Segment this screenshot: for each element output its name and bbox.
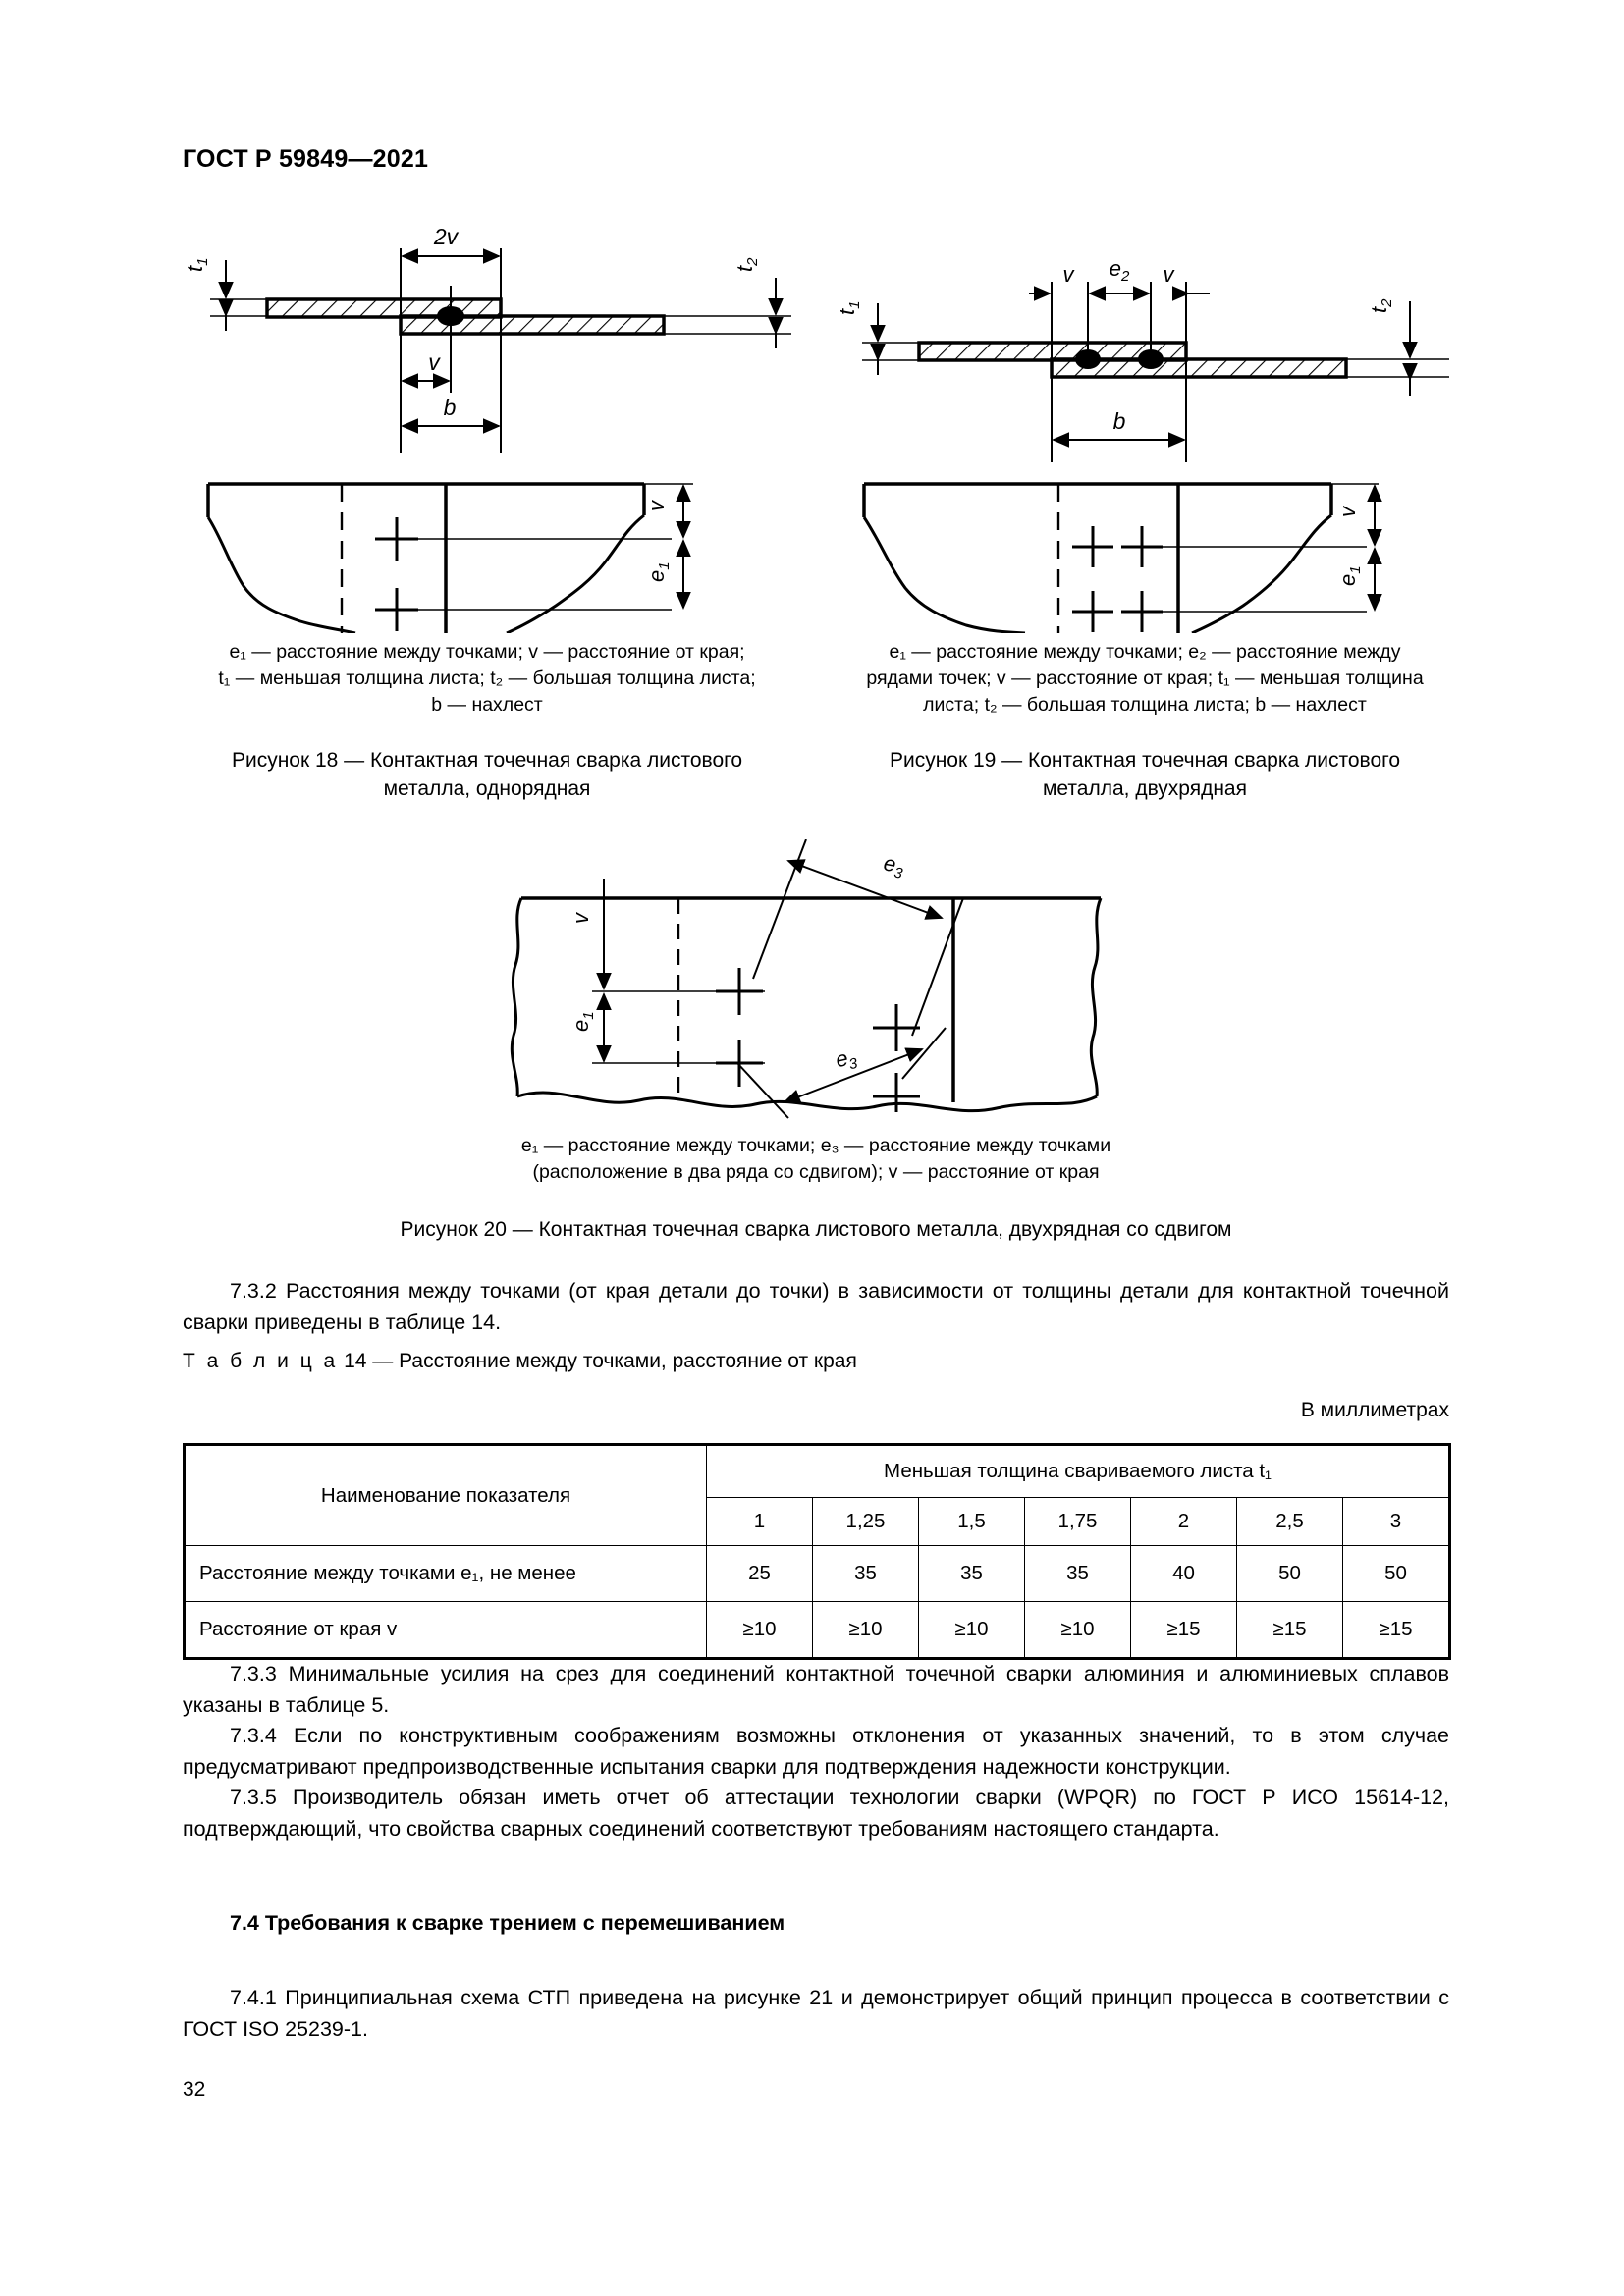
table-14-caption: Т а б л и ц а 14 — Расстояние между точк… — [183, 1350, 857, 1373]
figure-19-legend-line-1: e₁ — расстояние между точками; e₂ — расс… — [889, 641, 1401, 663]
fig19-plan-label-e1: e1 — [1335, 565, 1364, 586]
fig18-label-b: b — [444, 395, 457, 420]
table-14-row-1-value-4: 35 — [1024, 1545, 1131, 1602]
table-14-thickness-col-3: 1,5 — [918, 1497, 1025, 1546]
figure-18-legend-line-1: e₁ — расстояние между точками; v — расст… — [229, 641, 745, 663]
fig18-label-t1: t1 — [183, 258, 211, 272]
fig18-plan-label-v: v — [644, 499, 669, 511]
fig18-plan-weld-marks — [375, 517, 418, 631]
fig19-plan-label-v: v — [1335, 505, 1360, 517]
fig19-label-v-left: v — [1063, 262, 1076, 287]
paragraph-7-3-2-block: 7.3.2 Расстояния между точками (от края … — [183, 1276, 1449, 1338]
section-7-4-block: 7.4 Требования к сварке трением с переме… — [183, 1908, 1449, 1940]
table-14-group-header: Меньшая толщина свариваемого листа t₁ — [705, 1443, 1452, 1498]
figure-20-legend-line-1: e₁ — расстояние между точками; e₃ — расс… — [520, 1135, 1111, 1156]
figure-19-title: Рисунок 19 — Контактная точечная сварка … — [890, 746, 1400, 803]
table-14-row-2-value-3: ≥10 — [918, 1601, 1025, 1660]
figure-18-legend: e₁ — расстояние между точками; v — расст… — [218, 639, 755, 719]
figure-20-title: Рисунок 20 — Контактная точечная сварка … — [400, 1218, 1232, 1241]
fig20-label-v: v — [568, 911, 593, 924]
table-14-row-2-value-6: ≥15 — [1236, 1601, 1343, 1660]
figures-row: 2v t1 t2 — [183, 221, 1449, 803]
fig19-label-v-right: v — [1164, 262, 1176, 287]
paragraph-7-3-4: 7.3.4 Если по конструктивным соображения… — [183, 1724, 1449, 1779]
fig19-plan-weld-marks — [1072, 526, 1163, 632]
table-14-row-2-value-4: ≥10 — [1024, 1601, 1131, 1660]
figure-19-legend-line-2: рядами точек; v — расстояние от края; t₁… — [866, 667, 1424, 689]
table-14-caption-number: 14 — [344, 1350, 367, 1372]
table-14-thickness-col-4: 1,75 — [1024, 1497, 1131, 1546]
paragraph-7-3-2: 7.3.2 Расстояния между точками (от края … — [183, 1279, 1449, 1334]
table-14-row-2-value-7: ≥15 — [1341, 1601, 1452, 1660]
paragraph-7-3-3: 7.3.3 Минимальные усилия на срез для сое… — [183, 1662, 1449, 1717]
paragraph-7-4-1: 7.4.1 Принципиальная схема СТП приведена… — [183, 1986, 1449, 2041]
figure-19-legend: e₁ — расстояние между точками; e₂ — расс… — [866, 639, 1423, 719]
figure-20: v e1 e3 e3 e₁ — расстояние между точками… — [183, 839, 1449, 1244]
figure-19-drawing: v e2 v t1 — [840, 221, 1449, 633]
table-14-row-2-value-5: ≥15 — [1130, 1601, 1237, 1660]
table-row: Расстояние между точками e₁, не менее 25… — [183, 1545, 1452, 1602]
fig20-label-e3-top: e3 — [881, 850, 906, 882]
figure-18-title-line-1: Рисунок 18 — Контактная точечная сварка … — [231, 749, 743, 772]
figure-19-title-line-2: металла, двухрядная — [1042, 777, 1247, 800]
table-14-caption-prefix: Т а б л и ц а — [183, 1350, 339, 1372]
fig19-weld-nugget-2 — [1138, 349, 1164, 369]
figure-18-legend-line-2: t₁ — меньшая толщина листа; t₂ — большая… — [218, 667, 756, 689]
table-14-thickness-col-5: 2 — [1130, 1497, 1237, 1546]
table-14-thickness-col-7: 3 — [1341, 1497, 1452, 1546]
fig18-label-2v: 2v — [433, 224, 460, 249]
table-14-row-1-label: Расстояние между точками e₁, не менее — [183, 1545, 707, 1602]
figure-18: 2v t1 t2 — [183, 221, 791, 803]
fig19-label-e2: e2 — [1110, 256, 1130, 285]
figure-20-legend: e₁ — расстояние между точками; e₃ — расс… — [521, 1133, 1110, 1186]
figure-19-legend-line-3: листа; t₂ — большая толщина листа; b — н… — [923, 694, 1367, 716]
table-14: Наименование показателя Меньшая толщина … — [183, 1443, 1452, 1660]
table-14-col-header-name: Наименование показателя — [183, 1443, 707, 1546]
fig20-weld-marks-left — [716, 968, 763, 1087]
table-14-units-note: В миллиметрах — [1300, 1399, 1449, 1421]
table-14-row-1-value-1: 25 — [706, 1545, 813, 1602]
fig18-label-v: v — [428, 349, 441, 375]
table-14-row-1-value-3: 35 — [918, 1545, 1025, 1602]
table-14-row-2-value-2: ≥10 — [812, 1601, 919, 1660]
paragraphs-733-735-block: 7.3.3 Минимальные усилия на срез для сое… — [183, 1659, 1449, 1844]
figure-19: v e2 v t1 — [840, 221, 1449, 803]
figure-19-title-line-1: Рисунок 19 — Контактная точечная сварка … — [889, 749, 1401, 772]
table-14-row-1-value-7: 50 — [1341, 1545, 1452, 1602]
page-number: 32 — [183, 2078, 206, 2101]
fig18-label-t2: t2 — [732, 257, 761, 272]
table-14-header-row-2: 1 1,25 1,5 1,75 2 2,5 3 — [185, 1497, 1452, 1546]
table-14-row-2-label: Расстояние от края v — [183, 1601, 707, 1660]
figure-18-title: Рисунок 18 — Контактная точечная сварка … — [232, 746, 742, 803]
table-14-thickness-col-2: 1,25 — [812, 1497, 919, 1546]
page-header-standard-number: ГОСТ Р 59849—2021 — [183, 145, 429, 173]
table-14-thickness-col-6: 2,5 — [1236, 1497, 1343, 1546]
figure-18-legend-line-3: b — нахлест — [431, 694, 543, 716]
table-14-caption-text: — Расстояние между точками, расстояние о… — [372, 1350, 857, 1372]
fig18-plan-label-e1: e1 — [644, 561, 673, 582]
table-14-row-1-value-5: 40 — [1130, 1545, 1237, 1602]
paragraph-7-4-1-block: 7.4.1 Принципиальная схема СТП приведена… — [183, 1983, 1449, 2045]
figure-18-title-line-2: металла, однорядная — [383, 777, 591, 800]
fig19-label-t2: t2 — [1367, 298, 1395, 313]
fig20-label-e3-bottom: e3 — [833, 1043, 859, 1076]
table-row: Расстояние от края v ≥10 ≥10 ≥10 ≥10 ≥15… — [183, 1601, 1452, 1660]
figure-20-legend-line-2: (расположение в два ряда со сдвигом); v … — [532, 1161, 1100, 1183]
figure-20-drawing: v e1 e3 e3 — [502, 839, 1130, 1119]
paragraph-7-3-5: 7.3.5 Производитель обязан иметь отчет о… — [183, 1786, 1449, 1841]
table-14-row-2-value-1: ≥10 — [706, 1601, 813, 1660]
figure-18-drawing: 2v t1 t2 — [183, 221, 791, 633]
table-14-header-row-1: Наименование показателя Меньшая толщина … — [183, 1443, 1452, 1546]
section-heading-7-4: 7.4 Требования к сварке трением с переме… — [230, 1911, 785, 1935]
table-14-thickness-col-1: 1 — [706, 1497, 813, 1546]
fig19-label-b: b — [1113, 408, 1126, 434]
fig19-label-t1: t1 — [840, 301, 863, 315]
fig20-label-e1: e1 — [568, 1011, 597, 1032]
table-14-grid: Наименование показателя Меньшая толщина … — [183, 1443, 1452, 1660]
fig19-weld-nugget-1 — [1075, 349, 1101, 369]
table-14-row-1-value-2: 35 — [812, 1545, 919, 1602]
table-14-row-1-value-6: 50 — [1236, 1545, 1343, 1602]
